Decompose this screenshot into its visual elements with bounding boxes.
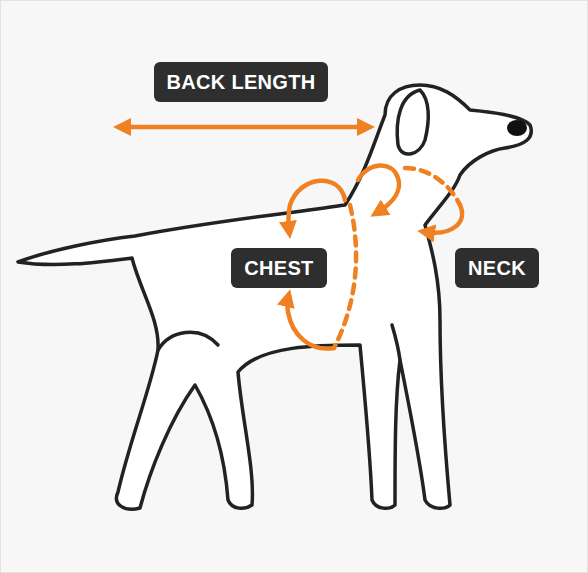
dog-ear bbox=[397, 90, 428, 154]
leg-line bbox=[158, 332, 218, 350]
measure-label: BACK LENGTH bbox=[154, 62, 329, 102]
label-text: BACK LENGTH bbox=[167, 70, 316, 94]
neck-dashed-loop bbox=[405, 168, 460, 205]
measure-label: NECK bbox=[455, 248, 539, 288]
back-length-arrow bbox=[122, 125, 366, 130]
dog-nose bbox=[507, 120, 527, 136]
leg-line bbox=[392, 325, 400, 360]
chest-arrow-bottom bbox=[287, 298, 334, 349]
dog-outline bbox=[18, 85, 531, 509]
label-text: CHEST bbox=[244, 256, 313, 280]
neck-arrow-bottom bbox=[426, 205, 462, 233]
chest-arrow-top bbox=[288, 181, 345, 230]
chest-dashed-loop bbox=[334, 205, 356, 348]
neck-arrow-top bbox=[358, 165, 399, 212]
measure-label: CHEST bbox=[231, 248, 326, 288]
label-text: NECK bbox=[468, 256, 526, 280]
